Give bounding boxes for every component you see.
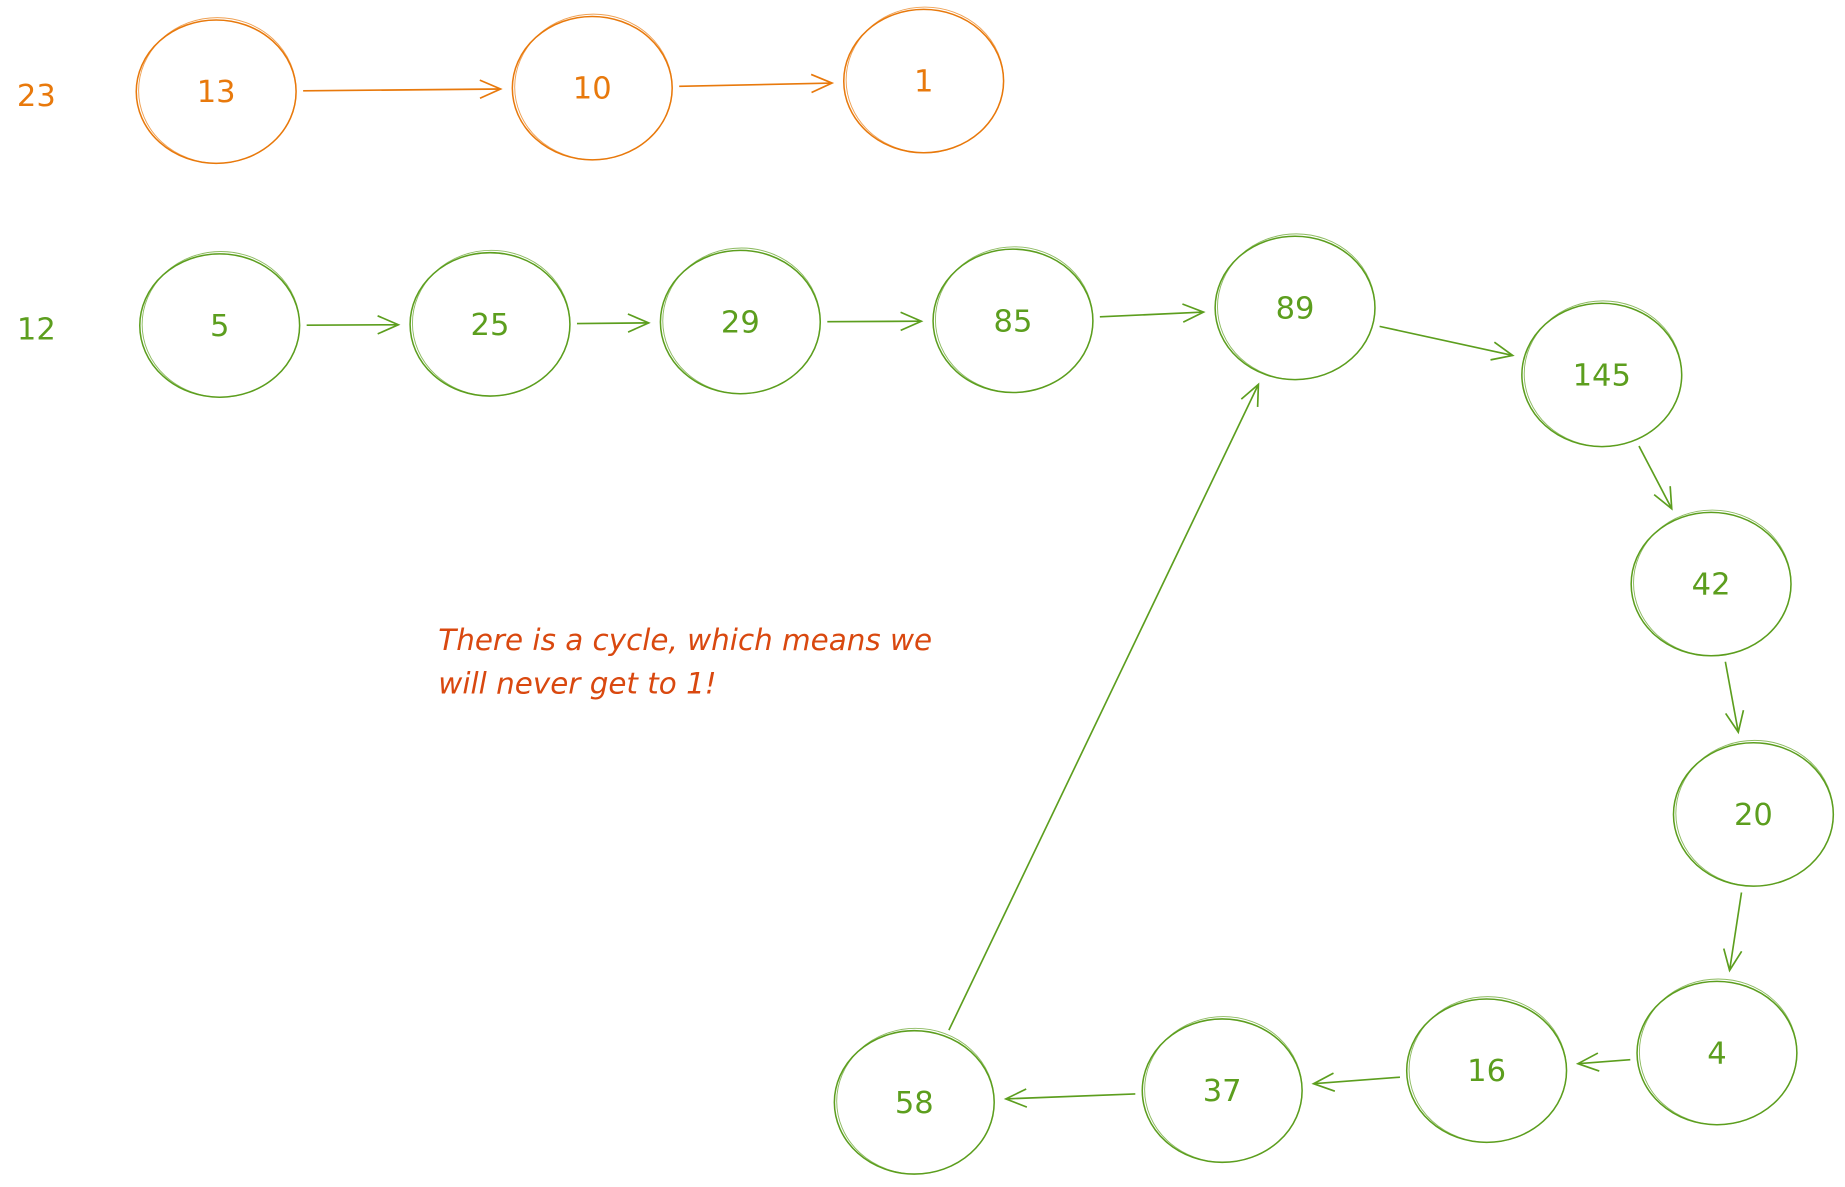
start-number-23: 23 <box>17 79 56 114</box>
start-number-12: 12 <box>17 313 56 348</box>
node-label: 145 <box>1573 358 1631 393</box>
node-145: 145 <box>1521 300 1683 448</box>
node-label: 4 <box>1707 1037 1726 1072</box>
node-circle-sketch <box>514 13 673 161</box>
node-label: 16 <box>1467 1054 1506 1089</box>
node-29: 29 <box>659 247 822 395</box>
arrow-cycle-58-to-89 <box>948 382 1260 1031</box>
node-circle-sketch <box>662 247 821 395</box>
node-13: 13 <box>135 17 297 165</box>
node-circle-sketch <box>411 249 571 397</box>
arrow-85-to-89 <box>1099 303 1206 323</box>
cycle-note-line-2: will never get to 1! <box>438 666 716 700</box>
arrow-89-to-145 <box>1379 325 1515 361</box>
node-label: 42 <box>1692 568 1731 603</box>
node-label: 89 <box>1276 291 1315 326</box>
node-circle-sketch <box>141 251 301 398</box>
arrow-37-to-58 <box>1003 1088 1136 1108</box>
node-20: 20 <box>1672 739 1835 887</box>
node-circle-sketch <box>1408 996 1568 1143</box>
node-25: 25 <box>409 249 571 397</box>
arrow-10-to-1 <box>679 73 835 94</box>
node-circle-sketch <box>1144 1016 1303 1163</box>
node-89: 89 <box>1214 233 1376 381</box>
arrow-145-to-42 <box>1638 445 1673 511</box>
node-16: 16 <box>1405 996 1568 1144</box>
node-37: 37 <box>1141 1016 1303 1164</box>
arrow-20-to-4 <box>1722 892 1743 973</box>
node-circle-sketch <box>1675 739 1834 887</box>
arrow-25-to-29 <box>576 313 651 333</box>
node-label: 25 <box>471 308 510 343</box>
node-1: 1 <box>842 6 1005 154</box>
node-circle-sketch <box>836 1027 995 1175</box>
node-10: 10 <box>511 13 673 161</box>
node-circle-sketch <box>1523 300 1683 448</box>
node-label: 1 <box>914 65 933 100</box>
node-85: 85 <box>932 246 1094 394</box>
node-circle-sketch <box>934 246 1094 394</box>
node-label: 29 <box>721 306 760 341</box>
node-42: 42 <box>1630 509 1792 657</box>
node-58: 58 <box>833 1027 995 1175</box>
node-label: 20 <box>1734 798 1773 833</box>
node-circle-sketch <box>845 6 1005 154</box>
arrow-42-to-20 <box>1724 661 1745 735</box>
arrow-16-to-37 <box>1311 1072 1401 1092</box>
node-label: 5 <box>210 309 229 344</box>
cycle-note-line-1: There is a cycle, which means we <box>438 623 932 657</box>
node-label: 37 <box>1203 1074 1242 1109</box>
node-label: 10 <box>573 72 612 107</box>
node-5: 5 <box>139 251 301 398</box>
node-label: 85 <box>994 304 1033 339</box>
node-label: 58 <box>895 1086 934 1121</box>
arrow-4-to-16 <box>1575 1052 1631 1072</box>
node-circle-sketch <box>1633 509 1792 657</box>
node-label: 13 <box>197 75 236 110</box>
node-circle-sketch <box>1638 978 1798 1126</box>
node-circle-sketch <box>138 17 297 164</box>
arrow-13-to-10 <box>303 79 503 100</box>
node-4: 4 <box>1636 978 1798 1126</box>
node-circle-sketch <box>1217 233 1376 381</box>
